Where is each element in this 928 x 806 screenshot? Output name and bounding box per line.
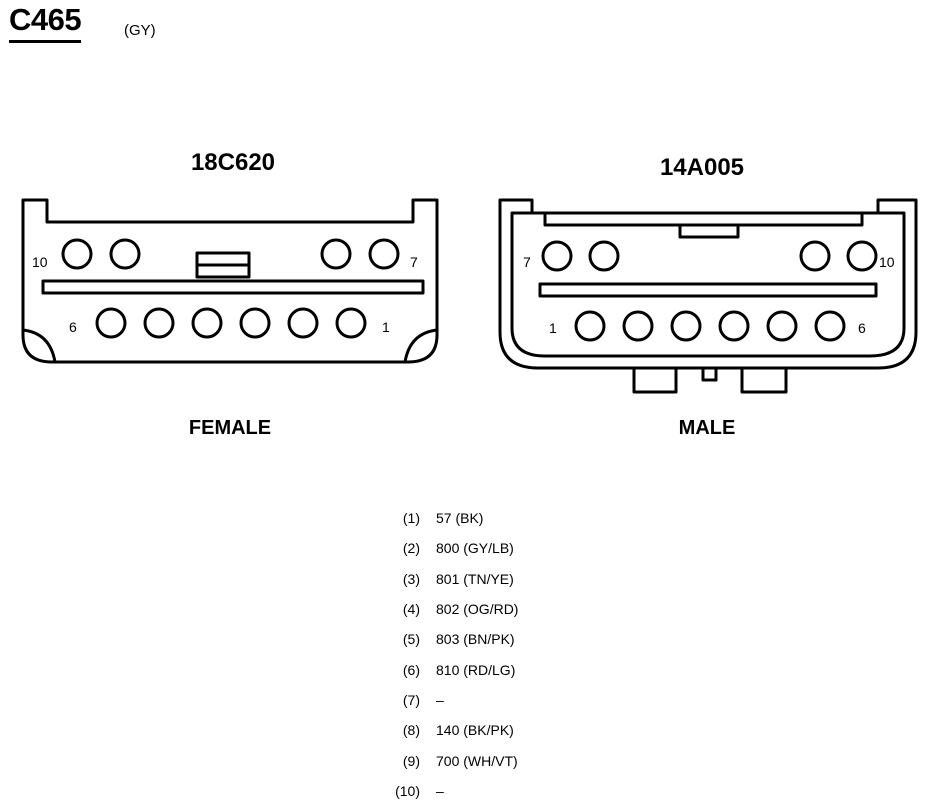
pinout-row: (6) 810 (RD/LG) [380, 654, 518, 684]
male-connector-outer [498, 198, 918, 370]
pinout-row: (9) 700 (WH/VT) [380, 745, 518, 775]
female-separator-bar [41, 279, 425, 295]
male-pin-label-bottom-left: 1 [549, 320, 557, 336]
female-pin-3 [239, 307, 271, 339]
pinout-row: (10)– [380, 776, 518, 806]
female-corner-right [403, 328, 438, 363]
male-top-key [678, 223, 740, 239]
female-pin-1 [335, 307, 367, 339]
pin-number: (9) [402, 752, 420, 769]
pin-number: (4) [402, 601, 420, 618]
male-part-number: 14A005 [660, 154, 744, 181]
male-latch-left [632, 368, 678, 394]
female-pin-5 [143, 307, 175, 339]
pin-number: (5) [402, 631, 420, 648]
female-corner-left [22, 328, 57, 363]
male-pin-4 [718, 310, 750, 342]
pinout-row: (5) 803 (BN/PK) [380, 624, 518, 654]
pinout-row: (4) 802 (OG/RD) [380, 594, 519, 624]
female-pin-7 [368, 238, 400, 270]
female-pin-label-top-left: 10 [32, 254, 48, 270]
pin-circuit: 803 (BN/PK) [436, 631, 515, 648]
male-separator-bar [538, 282, 878, 298]
female-pin-8 [320, 238, 352, 270]
female-pin-4 [191, 307, 223, 339]
pinout-row: (7)– [380, 685, 518, 715]
female-pin-label-top-right: 7 [410, 254, 418, 270]
male-pin-label-bottom-right: 6 [858, 320, 866, 336]
pinout-row: (8) 140 (BK/PK) [380, 715, 518, 745]
pin-circuit: – [436, 782, 444, 799]
pin-circuit: 802 (OG/RD) [436, 601, 519, 618]
pin-number: (8) [402, 722, 420, 739]
male-pin-8 [588, 240, 620, 272]
male-pin-5 [766, 310, 798, 342]
pin-number: (3) [402, 570, 420, 587]
male-pin-10 [846, 240, 878, 272]
male-pin-6 [814, 310, 846, 342]
pinout-row: (3) 801 (TN/YE) [380, 564, 518, 594]
female-pin-6 [95, 307, 127, 339]
pin-number: (7) [402, 691, 420, 708]
male-pin-3 [670, 310, 702, 342]
female-pin-10 [61, 238, 93, 270]
male-pin-1 [574, 310, 606, 342]
pin-circuit: 57 (BK) [436, 510, 484, 527]
male-pin-label-top-left: 7 [523, 254, 531, 270]
male-latch-center [701, 366, 718, 382]
male-connector-inner [510, 211, 906, 358]
female-part-number: 18C620 [191, 149, 275, 176]
pinout-list: (1) 57 (BK) (2) 800 (GY/LB) (3) 801 (TN/YE) (4… [380, 503, 518, 806]
female-pin-label-bottom-right: 1 [382, 319, 390, 335]
male-pin-label-top-right: 10 [879, 254, 895, 270]
female-pin-2 [287, 307, 319, 339]
pin-circuit: 140 (BK/PK) [436, 722, 514, 739]
pin-number: (2) [402, 540, 420, 557]
female-connector-body [21, 198, 439, 364]
pinout-row: (1) 57 (BK) [380, 503, 518, 533]
pin-circuit: – [436, 691, 444, 708]
male-label: MALE [679, 417, 736, 439]
male-latch-right [740, 368, 788, 394]
pin-circuit: 700 (WH/VT) [436, 752, 518, 769]
male-pin-7 [541, 240, 573, 272]
female-pin-label-bottom-left: 6 [69, 319, 77, 335]
pin-circuit: 801 (TN/YE) [436, 570, 514, 587]
pin-number: (1) [402, 510, 420, 527]
female-pin-9 [109, 238, 141, 270]
pin-circuit: 810 (RD/LG) [436, 661, 516, 678]
pin-circuit: 800 (GY/LB) [436, 540, 514, 557]
connector-id: C465 [9, 2, 82, 43]
male-pin-9 [799, 240, 831, 272]
pin-number: (6) [402, 661, 420, 678]
pin-number: (10) [395, 782, 420, 799]
connector-color: (GY) [124, 22, 156, 39]
female-label: FEMALE [189, 417, 271, 439]
male-pin-2 [622, 310, 654, 342]
pinout-row: (2) 800 (GY/LB) [380, 533, 518, 563]
